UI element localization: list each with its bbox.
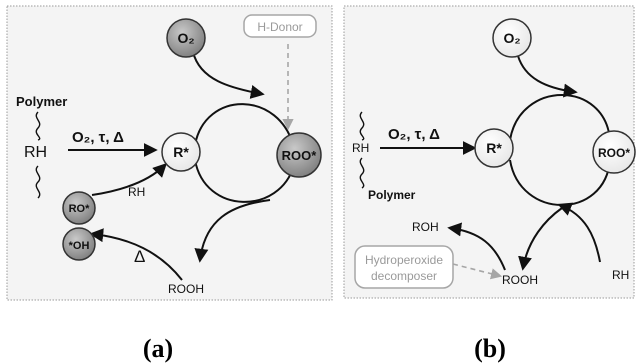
ro-radical-label: RO*	[69, 203, 91, 215]
rooh-to-roh-arrow-b	[447, 222, 506, 271]
condition-label: O₂, τ, Δ	[72, 129, 124, 146]
rooh-label-b: ROOH	[502, 273, 538, 287]
rooh-label: ROOH	[168, 282, 204, 296]
roo-to-rooh-arrow	[194, 199, 271, 263]
o2-node-label: O₂	[177, 30, 194, 46]
o2-node-b	[492, 18, 532, 58]
oh-radical-label: *OH	[69, 240, 90, 252]
rh-right-label-b: RH	[612, 268, 629, 282]
rh-label: RH	[24, 144, 47, 161]
roh-label-b: ROH	[412, 220, 439, 234]
decomposer-label-line1: Hydroperoxide	[365, 253, 443, 267]
delta-label: Δ	[134, 247, 145, 266]
oh-radical-node	[62, 227, 96, 261]
roo-radical-node	[276, 132, 322, 178]
caption-b: (b)	[474, 334, 506, 363]
ro-to-r-arrow	[91, 163, 167, 196]
ro-radical-node	[62, 191, 96, 225]
o2-node-label-b: O₂	[503, 30, 520, 46]
roo-radical-label-b: ROO*	[598, 146, 630, 160]
decomposer-arrow-b	[452, 263, 503, 280]
rooh-to-radicals-arrow	[89, 228, 183, 281]
polymer-chain-lower-b	[359, 157, 365, 189]
panel-b: O₂ RH Polymer O₂, τ, Δ R* ROO* ROH Hydro…	[343, 5, 636, 299]
h-donor-box	[243, 14, 317, 38]
decomposer-label-line2: decomposer	[371, 269, 437, 283]
r-radical-node-b	[474, 128, 514, 168]
caption-a: (a)	[143, 334, 173, 363]
cycle-bottom-arc	[194, 159, 295, 203]
r-radical-label: R*	[173, 144, 189, 160]
polymer-chain-lower	[35, 165, 41, 199]
h-donor-label: H-Donor	[257, 20, 302, 34]
rh-label-b: RH	[352, 141, 369, 155]
condition-label-b: O₂, τ, Δ	[388, 126, 440, 143]
cycle-top-arc-b	[509, 94, 611, 141]
o2-node	[166, 18, 206, 58]
rh-feed-arrow-b	[557, 202, 601, 263]
panel-a: Polymer RH O₂, τ, Δ O₂ H-Donor R* ROO* R…	[6, 5, 333, 301]
o2-feed-arrow-b	[517, 55, 578, 98]
r-radical-label-b: R*	[486, 140, 502, 156]
roo-radical-label: ROO*	[282, 148, 318, 163]
polymer-label-b: Polymer	[368, 188, 416, 202]
roo-radical-node-b	[592, 130, 636, 174]
rh-arrow-label: RH	[128, 185, 145, 199]
polymer-chain-upper	[35, 111, 41, 141]
o2-feed-arrow	[192, 51, 265, 99]
r-radical-node	[161, 132, 201, 172]
decomposer-box	[354, 245, 454, 289]
polymer-chain-upper-b	[359, 111, 365, 141]
cycle-to-rooh-arrow-b	[518, 207, 563, 271]
polymer-label: Polymer	[16, 94, 67, 109]
